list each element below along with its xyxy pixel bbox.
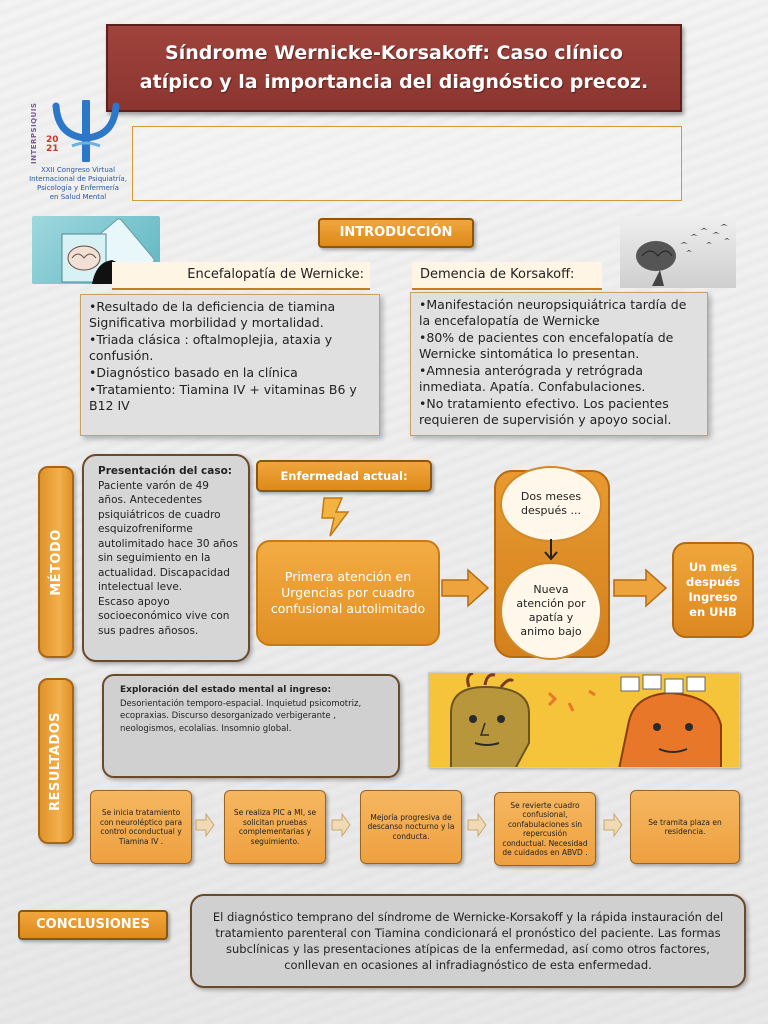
- un-mes-box: Un mes después Ingreso en UHB: [672, 542, 754, 638]
- metodo-section-label: MÉTODO: [38, 466, 74, 658]
- chevron-right-icon: [467, 812, 487, 838]
- brain-birds-illustration: [636, 224, 730, 286]
- case-text: Paciente varón de 49 años. Antecedentes …: [98, 479, 238, 594]
- result-step-3: Mejoría progresiva de descanso nocturno …: [360, 790, 462, 864]
- list-item: Diagnóstico basado en la clínica: [89, 365, 371, 381]
- wernicke-header: Encefalopatía de Wernicke:: [112, 262, 370, 290]
- conclusiones-box: El diagnóstico temprano del síndrome de …: [190, 894, 746, 988]
- heads-illustration-image: [428, 672, 740, 768]
- list-item: 80% de pacientes con encefalopatía de We…: [419, 330, 699, 362]
- poster-title: Síndrome Wernicke-Korsakoff: Caso clínic…: [106, 24, 682, 112]
- chevron-right-icon: [603, 812, 623, 838]
- wernicke-box: Resultado de la deficiencia de tiamina S…: [80, 294, 380, 436]
- enfermedad-actual-label: Enfermedad actual:: [256, 460, 432, 492]
- two-heads-illustration: [429, 673, 739, 767]
- case-presentation-box: Presentación del caso: Paciente varón de…: [82, 454, 250, 662]
- arrow-right-icon-2: [613, 568, 668, 608]
- logo-year: 20 21: [46, 135, 59, 154]
- list-item: Manifestación neuropsiquiátrica tardía d…: [419, 297, 699, 329]
- list-item: Triada clásica : oftalmoplejia, ataxia y…: [89, 332, 371, 364]
- chevron-right-icon: [195, 812, 215, 838]
- title-line-2: atípico y la importancia del diagnóstico…: [139, 71, 649, 93]
- result-step-1: Se inicia tratamiento con neuroléptico p…: [90, 790, 192, 864]
- result-step-2: Se realiza PIC a MI, se solicitan prueba…: [224, 790, 326, 864]
- lightning-icon: [321, 497, 350, 537]
- title-line-1: Síndrome Wernicke-Korsakoff: Caso clínic…: [165, 42, 623, 64]
- first-attention-box: Primera atención en Urgencias por cuadro…: [256, 540, 440, 646]
- psi-icon: [52, 100, 120, 162]
- korsakoff-header: Demencia de Korsakoff:: [412, 262, 602, 290]
- author-placeholder-box: [132, 126, 682, 201]
- exploracion-box: Exploración del estado mental al ingreso…: [102, 674, 400, 778]
- arrow-right-icon: [441, 568, 490, 608]
- dos-meses-bubble: Dos meses después ...: [500, 466, 602, 542]
- resultados-section-label: RESULTADOS: [38, 678, 74, 844]
- brain-birds-image: [620, 216, 736, 288]
- list-item: No tratamiento efectivo. Los pacientes r…: [419, 396, 699, 428]
- result-step-5: Se tramita plaza en residencia.: [630, 790, 740, 864]
- exploracion-title: Exploración del estado mental al ingreso…: [120, 685, 332, 695]
- conclusiones-text: El diagnóstico temprano del síndrome de …: [212, 910, 724, 972]
- interpsiquis-logo: INTERPSIQUIS 20 21 XXII Congreso Virtual…: [12, 98, 136, 210]
- list-item: Tratamiento: Tiamina IV + vitaminas B6 y…: [89, 382, 371, 414]
- arrow-down-icon: [544, 539, 558, 561]
- conclusiones-label: CONCLUSIONES: [18, 910, 168, 940]
- case-text-2: Escaso apoyo socioeconómico vive con sus…: [98, 595, 230, 637]
- logo-brand: INTERPSIQUIS: [30, 102, 38, 164]
- exploracion-text: Desorientación temporo-espacial. Inquiet…: [120, 698, 362, 734]
- nueva-atencion-bubble: Nueva atención por apatía y animo bajo: [500, 562, 602, 660]
- list-item: Resultado de la deficiencia de tiamina S…: [89, 299, 371, 331]
- chevron-right-icon: [331, 812, 351, 838]
- korsakoff-box: Manifestación neuropsiquiátrica tardía d…: [410, 292, 708, 436]
- introduccion-label: INTRODUCCIÓN: [318, 218, 474, 248]
- logo-congress-text: XXII Congreso Virtual Internacional de P…: [29, 166, 127, 201]
- result-step-4: Se revierte cuadro confusional, confabul…: [494, 792, 596, 866]
- case-title: Presentación del caso:: [98, 465, 232, 477]
- list-item: Amnesia anterógrada y retrógrada inmedia…: [419, 363, 699, 395]
